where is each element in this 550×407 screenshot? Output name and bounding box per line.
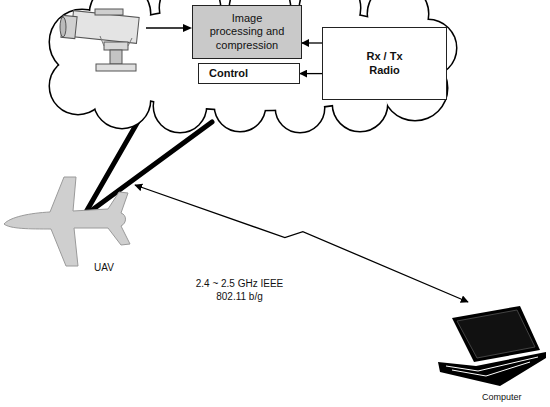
control-box: Control <box>198 63 300 84</box>
radio-box: Rx / Tx Radio <box>322 27 447 100</box>
camera-icon <box>60 9 139 71</box>
node-label: Image processing and compression <box>206 12 288 52</box>
node-label: Rx / Tx Radio <box>359 50 411 76</box>
node-label: Control <box>209 67 248 80</box>
video-feed-arrow <box>146 24 192 32</box>
connector <box>135 185 468 302</box>
uav-node: UAV <box>0 170 135 278</box>
cloud-outline <box>50 0 456 132</box>
uav-plane <box>4 177 130 266</box>
connector <box>302 42 322 43</box>
node-label: Computer <box>482 392 522 402</box>
laptop-icon <box>438 306 546 386</box>
callout-tail <box>86 118 212 213</box>
link-label: 2.4 ~ 2.5 GHz IEEE 802.11 b/g <box>192 277 287 303</box>
processing-box: Image processing and compression <box>192 5 302 59</box>
computer-node: Computer <box>432 310 548 406</box>
connector <box>300 73 322 74</box>
node-label: UAV <box>94 262 114 273</box>
